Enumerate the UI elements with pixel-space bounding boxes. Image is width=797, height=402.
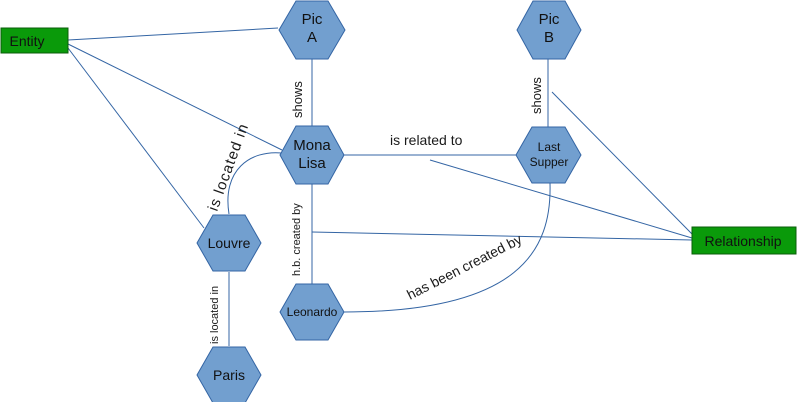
entity-box-label: Entity — [9, 33, 44, 49]
relationship-box-shape — [691, 226, 797, 255]
edge-label-is-located-in-mona: is located in — [205, 121, 253, 213]
node-last-supper-label-2: Supper — [530, 155, 569, 169]
node-pic-b-shape — [516, 0, 582, 60]
line-entity-louvre — [67, 47, 205, 229]
relationship-edges — [227, 58, 551, 346]
node-leonardo[interactable]: Leonardo — [279, 283, 345, 341]
connector-lines — [67, 27, 693, 241]
node-mona-lisa-label-1: Mona — [293, 137, 331, 154]
node-pic-a-label-1: Pic — [302, 11, 323, 28]
node-pic-b-label-2: B — [544, 29, 554, 46]
node-leonardo-shape — [279, 283, 345, 341]
edge-label-is-related-to: is related to — [390, 132, 463, 148]
node-paris-shape — [196, 346, 262, 402]
legend-entity-box[interactable]: Entity — [0, 27, 69, 54]
line-mona-relationship — [429, 159, 693, 239]
node-leonardo-label: Leonardo — [287, 305, 338, 319]
node-last-supper-shape — [515, 126, 582, 184]
edge-label-hb-created-by: h.b. created by — [291, 203, 303, 276]
entity-box-shape — [0, 27, 69, 54]
node-mona-lisa-label-2: Lisa — [298, 155, 326, 172]
line-hb-relationship — [311, 231, 693, 241]
node-pic-a-shape — [278, 0, 346, 60]
relationship-box-label: Relationship — [704, 233, 781, 249]
node-louvre-shape — [196, 214, 262, 272]
legend-relationship-box[interactable]: Relationship — [691, 226, 797, 255]
node-louvre[interactable]: Louvre — [196, 214, 262, 272]
edge-label-shows-a: shows — [290, 81, 305, 118]
line-pic-b-relationship — [551, 91, 693, 235]
node-last-supper-label-1: Last — [538, 140, 561, 154]
edge-label-has-been-created-by: has been created by — [404, 231, 524, 303]
node-mona-lisa-shape — [279, 125, 345, 185]
node-pic-a-label-2: A — [307, 29, 317, 46]
line-entity-mona-lisa — [67, 43, 283, 151]
edge-label-shows-b: shows — [529, 77, 544, 114]
node-pic-b-label-1: Pic — [539, 11, 560, 28]
node-paris-label: Paris — [213, 367, 245, 383]
edge-labels: shows shows is related to is located in … — [205, 77, 544, 344]
edge-leonardo-last-supper — [343, 182, 551, 313]
edge-label-is-located-in-paris: is located in — [209, 286, 221, 344]
node-paris[interactable]: Paris — [196, 346, 262, 402]
line-entity-pic-a — [67, 27, 279, 41]
node-louvre-label: Louvre — [208, 235, 251, 251]
edge-louvre-mona — [227, 152, 283, 215]
